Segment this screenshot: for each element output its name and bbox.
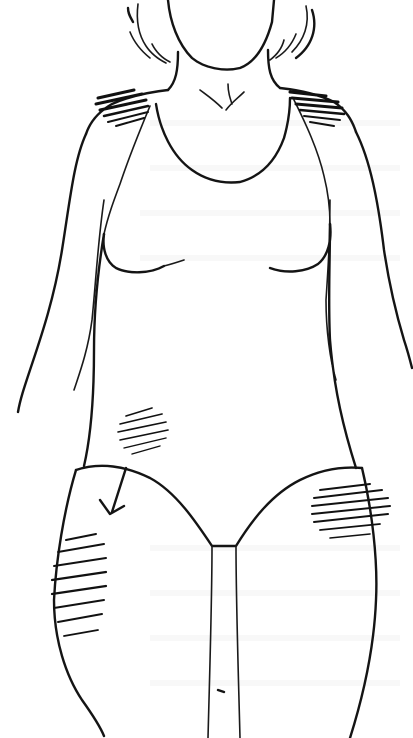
leg-outlines xyxy=(54,468,376,738)
left-arm-outline xyxy=(18,134,104,412)
paper-bleed-through xyxy=(140,120,400,686)
bust-outline xyxy=(104,224,331,272)
neck-outline xyxy=(168,50,280,110)
left-shoulder-shading xyxy=(96,90,148,126)
abdomen-shading xyxy=(118,408,168,454)
left-torso-side xyxy=(84,234,104,466)
right-hip-shading xyxy=(312,484,390,538)
hair-outline xyxy=(128,4,314,63)
jawline xyxy=(168,0,274,70)
pointer-arrow-icon xyxy=(100,468,126,514)
